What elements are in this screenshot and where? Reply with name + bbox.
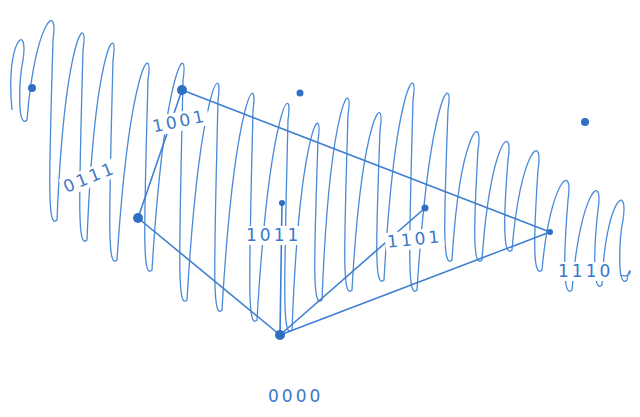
graph-dots — [28, 84, 589, 340]
scribble-line — [11, 21, 631, 332]
binary-label: 1011 — [244, 226, 303, 245]
binary-label: 1101 — [384, 227, 445, 252]
graph-lines — [138, 90, 550, 335]
binary-label: 0000 — [266, 387, 325, 406]
binary-label: 1110 — [556, 262, 615, 281]
binary-label: 1001 — [149, 106, 211, 137]
